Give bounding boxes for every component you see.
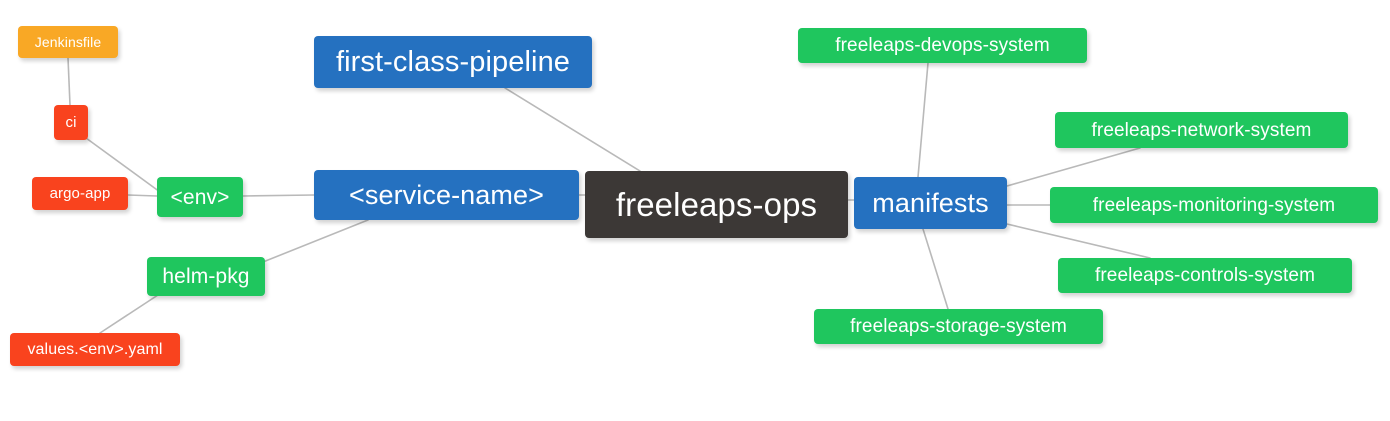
node-label-argo-app: argo-app bbox=[49, 185, 111, 202]
node-helm-pkg[interactable]: helm-pkg bbox=[147, 257, 265, 296]
node-label-freeleaps-controls-system: freeleaps-controls-system bbox=[1094, 265, 1316, 286]
node-label-freeleaps-network-system: freeleaps-network-system bbox=[1091, 119, 1312, 141]
node-label-values-yaml: values.<env>.yaml bbox=[27, 340, 163, 358]
node-label-jenkinsfile: Jenkinsfile bbox=[34, 34, 102, 50]
node-freeleaps-storage-system[interactable]: freeleaps-storage-system bbox=[814, 309, 1103, 344]
edge-freeleaps-devops-system-to-manifests bbox=[917, 62, 929, 178]
edge-argo-app-to-env bbox=[127, 194, 158, 197]
node-label-freeleaps-storage-system: freeleaps-storage-system bbox=[850, 316, 1067, 337]
edge-manifests-to-freeleaps-storage-system bbox=[922, 228, 949, 310]
edge-manifests-to-freeleaps-controls-system bbox=[1006, 223, 1151, 259]
node-freeleaps-monitoring-system[interactable]: freeleaps-monitoring-system bbox=[1050, 187, 1378, 223]
node-freeleaps-network-system[interactable]: freeleaps-network-system bbox=[1055, 112, 1348, 148]
node-freeleaps-ops[interactable]: freeleaps-ops bbox=[585, 171, 848, 238]
node-first-class-pipeline[interactable]: first-class-pipeline bbox=[314, 36, 592, 88]
node-jenkinsfile[interactable]: Jenkinsfile bbox=[18, 26, 118, 58]
edge-service-name-to-helm-pkg bbox=[262, 219, 369, 263]
edge-first-class-pipeline-to-freeleaps-ops bbox=[504, 87, 641, 172]
node-ci[interactable]: ci bbox=[54, 105, 88, 140]
node-freeleaps-devops-system[interactable]: freeleaps-devops-system bbox=[798, 28, 1087, 63]
node-freeleaps-controls-system[interactable]: freeleaps-controls-system bbox=[1058, 258, 1352, 293]
node-label-ci: ci bbox=[65, 114, 77, 131]
node-label-service-name: <service-name> bbox=[349, 179, 544, 210]
node-label-helm-pkg: helm-pkg bbox=[162, 265, 250, 288]
edge-manifests-to-freeleaps-network-system bbox=[1006, 147, 1141, 187]
node-env[interactable]: <env> bbox=[157, 177, 243, 217]
node-label-freeleaps-ops: freeleaps-ops bbox=[615, 186, 818, 223]
node-values-yaml[interactable]: values.<env>.yaml bbox=[10, 333, 180, 366]
node-manifests[interactable]: manifests bbox=[854, 177, 1007, 229]
node-service-name[interactable]: <service-name> bbox=[314, 170, 579, 220]
edge-env-to-service-name bbox=[242, 194, 315, 197]
edge-jenkinsfile-to-ci bbox=[67, 57, 71, 106]
node-label-freeleaps-monitoring-system: freeleaps-monitoring-system bbox=[1092, 194, 1336, 216]
edge-helm-pkg-to-values-yaml bbox=[99, 292, 162, 334]
node-label-manifests: manifests bbox=[872, 187, 989, 218]
node-label-freeleaps-devops-system: freeleaps-devops-system bbox=[835, 35, 1050, 56]
node-label-env: <env> bbox=[170, 185, 230, 209]
node-argo-app[interactable]: argo-app bbox=[32, 177, 128, 210]
node-label-first-class-pipeline: first-class-pipeline bbox=[335, 45, 571, 78]
